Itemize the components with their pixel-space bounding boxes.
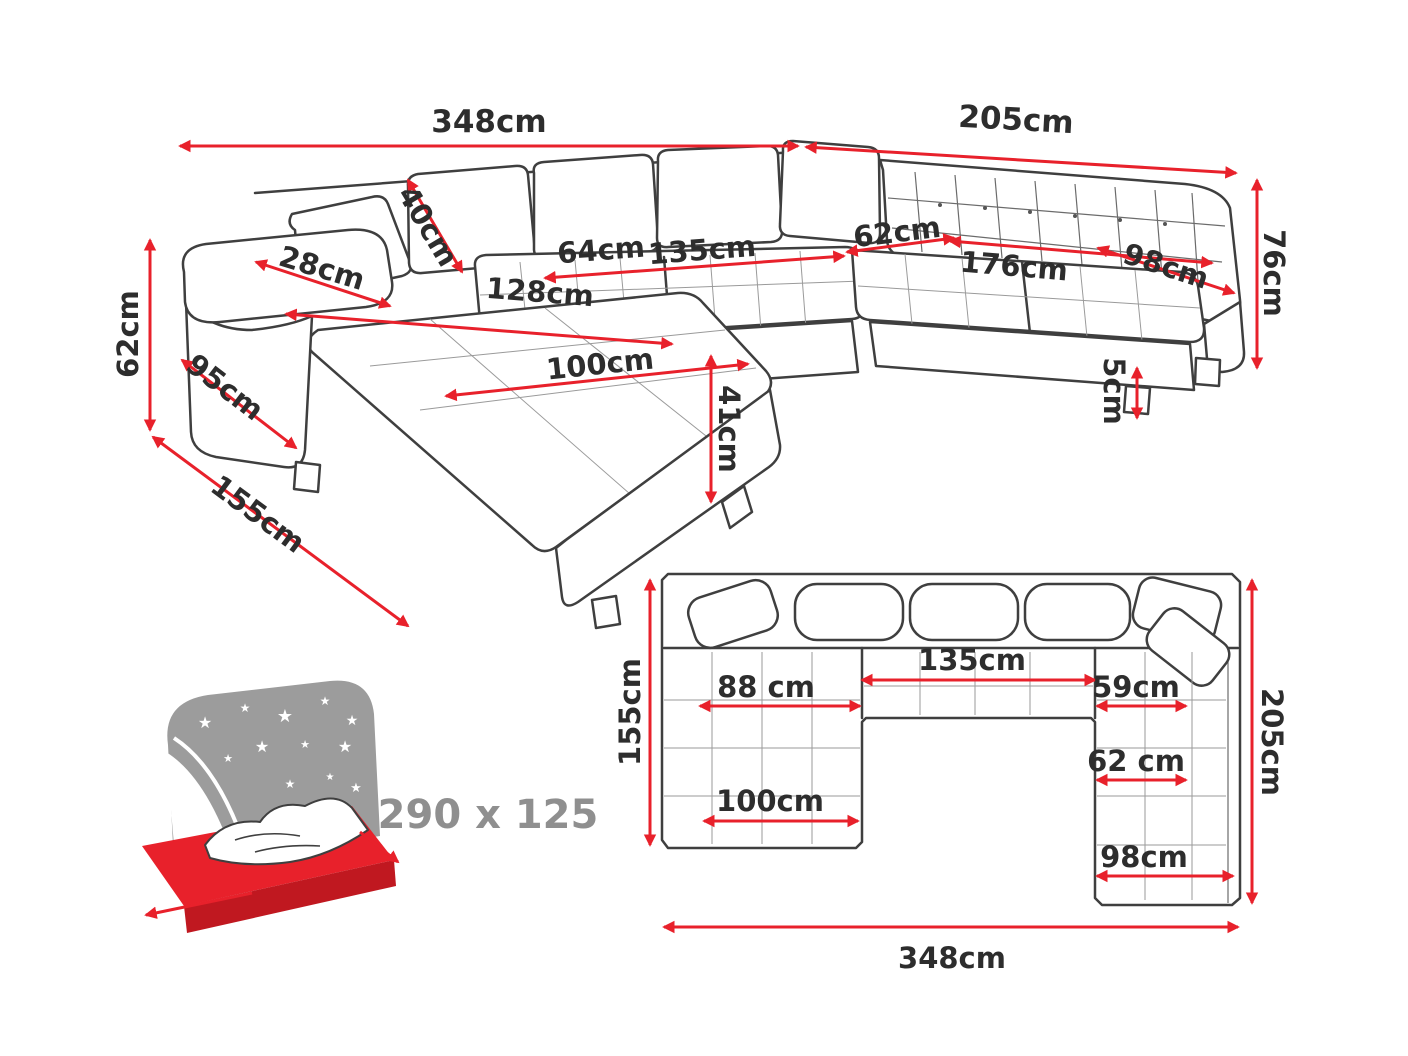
sleeping-size-label: 290 x 125 <box>378 792 599 838</box>
dim-label-64: 64cm <box>556 230 646 271</box>
plan-cushion <box>908 582 1020 642</box>
bed-blanket-fold <box>254 844 321 853</box>
right-seat-divider <box>1020 260 1032 335</box>
dim-line <box>284 308 674 350</box>
dim-plan-right-depth: 205cm <box>1245 578 1289 905</box>
dim-label-plan-155: 155cm <box>613 658 647 766</box>
dim-label-plan-348: 348cm <box>898 941 1006 975</box>
star-icon: ★ <box>320 694 331 708</box>
bed-mattress-front <box>184 860 396 933</box>
dim-line <box>444 358 750 402</box>
dim-plan-chaise-width: 100cm <box>702 784 860 828</box>
plan-back-cushions <box>686 576 1231 687</box>
dim-label-plan-59: 59cm <box>1092 670 1180 704</box>
dim-label-205: 205cm <box>957 99 1074 141</box>
dim-line <box>543 250 846 284</box>
dim-plan-left-seat: 88 cm <box>698 670 862 713</box>
dim-plan-left-depth: 155cm <box>613 578 657 847</box>
star-icon: ★ <box>326 772 335 783</box>
right-leg <box>1193 356 1222 388</box>
dim-label-76: 76cm <box>1257 229 1291 317</box>
dim-leg-height-5: 5cm <box>1097 357 1144 425</box>
sofa-right-arm-front <box>1202 300 1246 374</box>
plan-cushion <box>793 582 905 642</box>
dim-line <box>180 358 298 450</box>
dim-plan-total-width: 348cm <box>662 920 1240 975</box>
dim-back-width: 348cm <box>178 104 800 153</box>
dim-label-41: 41cm <box>712 385 746 473</box>
dim-label-plan-98: 98cm <box>1100 840 1188 874</box>
star-icon: ★ <box>300 738 310 751</box>
dim-plan-right-seat-98: 98cm <box>1095 840 1235 883</box>
star-icon: ★ <box>338 737 352 756</box>
plan-pillow-tilted <box>1145 607 1231 687</box>
dim-chaise-128: 128cm <box>284 271 674 350</box>
dim-seats-64-135: 64cm 135cm <box>543 229 846 284</box>
plan-pillow-tilted <box>686 578 780 650</box>
dim-seat-height-41: 41cm <box>704 354 746 504</box>
dim-line <box>804 141 1238 179</box>
dim-label-plan-205: 205cm <box>1255 688 1289 796</box>
star-icon: ★ <box>198 713 212 732</box>
chaise-leg <box>590 594 622 630</box>
bed-blanket-fold <box>234 832 301 841</box>
star-icon: ★ <box>223 752 233 765</box>
sleeping-area: ★ ★ ★ ★ ★ ★ ★ ★ ★ ★ ★ ★ 290 x 125 <box>142 680 599 933</box>
dim-back-height: 76cm <box>1250 178 1291 370</box>
pullout-arrow-right <box>359 830 400 864</box>
plan-view: 155cm 205cm 135cm 88 cm 59cm 62 cm 100cm <box>613 572 1289 975</box>
chaise-leg <box>720 484 754 530</box>
star-icon: ★ <box>255 737 269 756</box>
right-seat-quilting <box>857 253 1201 342</box>
dim-plan-right-seat-59: 59cm <box>1092 670 1188 713</box>
dim-arm-height: 62cm <box>111 238 157 432</box>
dim-line <box>254 259 392 309</box>
star-icon: ★ <box>240 701 251 715</box>
dim-label-plan-62: 62 cm <box>1087 744 1185 778</box>
dim-label-348: 348cm <box>431 104 546 140</box>
perspective-view: 348cm 205cm 76cm 62cm 155cm 95cm 128cm <box>111 99 1291 630</box>
dim-label-plan-135: 135cm <box>918 643 1026 677</box>
dim-line <box>845 233 956 257</box>
chaise-front <box>554 388 782 607</box>
right-seat-front <box>868 320 1196 392</box>
pullout-arrow-left <box>144 891 253 919</box>
dim-label-135: 135cm <box>647 229 757 271</box>
dim-line <box>1096 245 1236 296</box>
dim-line <box>406 178 464 274</box>
plan-cushion <box>1023 582 1132 642</box>
dim-label-62-left: 62cm <box>111 290 145 378</box>
dim-plan-right-seat-62: 62 cm <box>1087 744 1188 787</box>
dim-label-plan-88: 88 cm <box>717 670 815 704</box>
star-icon: ★ <box>350 781 362 796</box>
dim-label-5: 5cm <box>1097 357 1131 425</box>
dim-plan-middle-seat: 135cm <box>860 643 1097 687</box>
dim-line <box>151 435 410 628</box>
star-icon: ★ <box>277 706 293 727</box>
dim-label-plan-100: 100cm <box>716 784 824 818</box>
star-icon: ★ <box>285 777 296 791</box>
stars-pattern: ★ ★ ★ ★ ★ ★ ★ ★ ★ ★ ★ ★ <box>198 694 362 796</box>
bed-blanket <box>204 797 369 866</box>
star-icon: ★ <box>346 713 359 729</box>
dim-right-depth: 205cm <box>804 99 1238 179</box>
left-arm-leg <box>292 460 322 494</box>
